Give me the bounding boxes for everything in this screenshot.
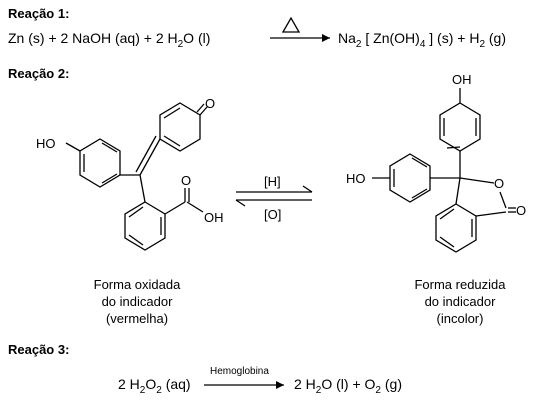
reverse-condition-label: [O]: [264, 207, 281, 222]
arrow-head-icon: [322, 34, 330, 42]
hydrogen-text: ] (s) + H: [425, 30, 480, 46]
lactone-c-ring: [475, 211, 507, 217]
lactone-carbonyl-oxygen-label: O: [516, 203, 526, 218]
carbonyl-bond: [199, 106, 208, 116]
reaction3-reactants: 2 H2O2 (aq): [118, 376, 191, 396]
peroxide-sub1: 2: [139, 384, 146, 396]
peroxide-sub2: 2: [156, 384, 162, 396]
top-ring-double-3: [446, 146, 461, 149]
heat-arrow: [270, 16, 330, 42]
hydrogen-state: (g): [485, 30, 506, 46]
water-product-text: 2 H: [294, 376, 316, 392]
central-double-2: [135, 135, 157, 173]
reaction3-products: 2 H2O (l) + O2 (g): [294, 376, 402, 396]
peroxide-text: 2 H: [118, 376, 140, 392]
water-oxygen-text: O (l) + O: [321, 376, 376, 392]
reduced-caption-line2: do indicador: [424, 294, 496, 309]
lactone-ring-oxygen-label: O: [494, 176, 504, 191]
oxidized-caption-line1: Forma oxidada: [93, 277, 181, 292]
top-phenol-oh-label: OH: [452, 72, 472, 87]
zincate-text: [ Zn(OH): [361, 30, 420, 46]
carboxyl-oh-label: OH: [204, 210, 224, 225]
fused-double-1: [439, 208, 455, 220]
central-double-1: [139, 138, 161, 176]
reaction1-reactants: Zn (s) + 2 NaOH (aq) + 2 H2O (l): [8, 30, 210, 50]
reaction3-heading: Reação 3:: [8, 342, 70, 357]
forward-condition-label: [H]: [264, 174, 281, 189]
reaction1-reactants-text: Zn (s) + 2 NaOH (aq) + 2 H: [8, 30, 178, 46]
quinone-ring: [159, 102, 201, 152]
lactone-o-c: [499, 191, 507, 209]
forward-arrow-head-icon: [302, 185, 313, 193]
carboxyl-oh-bond: [186, 201, 204, 213]
reaction2-heading: Reação 2:: [8, 66, 70, 81]
reaction1-heading: Reação 1:: [8, 6, 70, 21]
catalyst-label: Hemoglobina: [210, 366, 269, 377]
reaction3-arrow-head-icon: [276, 381, 284, 389]
benzoic-double-1: [128, 206, 144, 218]
peroxide-o: O: [145, 376, 157, 392]
central-to-benzene: [455, 177, 461, 205]
water-state: O (l): [183, 30, 211, 46]
reaction1-products: Na2 [ Zn(OH)4 ] (s) + H2 (g): [338, 30, 506, 50]
sodium-subscript: 2: [355, 38, 362, 50]
lactone-c-o: [459, 177, 495, 184]
oxidized-form-caption: Forma oxidada do indicador (vermelha): [82, 276, 192, 327]
reaction3-arrow: [204, 381, 284, 389]
carboxyl-oxygen-label: O: [181, 173, 191, 188]
sodium-text: Na: [338, 30, 356, 46]
ho-bond-left: [65, 142, 81, 152]
oxygen-sub: 2: [375, 384, 381, 396]
fused-benzene-ring: [435, 203, 477, 253]
peroxide-state: (aq): [161, 376, 191, 392]
zincate-subscript: 4: [419, 38, 426, 50]
oxidized-caption-line3: (vermelha): [105, 311, 169, 326]
water-product-sub: 2: [315, 384, 322, 396]
phenol-ring-left: [79, 138, 121, 188]
reverse-arrow-head-icon: [235, 199, 246, 207]
water-subscript: 2: [177, 38, 184, 50]
side-ring-double-2: [411, 157, 428, 168]
central-to-benzoic: [139, 174, 146, 203]
quinone-double-1: [163, 107, 181, 119]
reduced-form-caption: Forma reduzida do indicador (incolor): [400, 276, 520, 327]
heat-triangle-icon: [281, 16, 301, 33]
side-phenol-ho-label: HO: [346, 171, 366, 186]
hydrogen-subscript: 2: [479, 38, 485, 50]
oxygen-state: (g): [380, 376, 402, 392]
fused-double-3: [439, 236, 455, 248]
reduced-caption-line3: (incolor): [436, 311, 484, 326]
quinone-double-2: [163, 135, 181, 147]
side-ring-double-3: [411, 188, 428, 199]
benzoic-ring: [124, 201, 166, 251]
reduced-caption-line1: Forma reduzida: [414, 277, 506, 292]
phenol-left-double-3: [101, 142, 118, 153]
phenol-ho-label: HO: [36, 136, 56, 151]
phenol-left-double-2: [101, 173, 118, 184]
top-phenol-ring: [439, 102, 481, 152]
side-phenol-ring: [389, 153, 431, 203]
carbonyl-bond-2: [196, 103, 205, 113]
oxidized-caption-line2: do indicador: [101, 294, 173, 309]
benzoic-double-3: [128, 234, 144, 246]
carboxyl-bond: [164, 201, 186, 215]
quinone-oxygen-label: O: [205, 96, 215, 111]
